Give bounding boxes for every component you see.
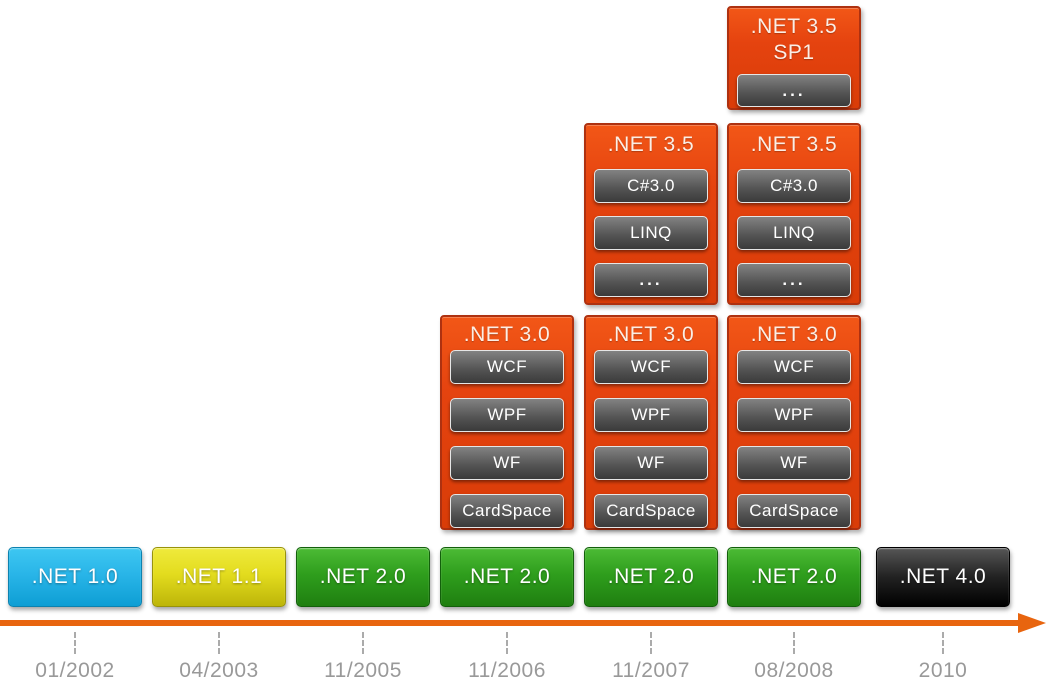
- component-box-dots: ...: [594, 263, 708, 297]
- timeline-tick: [362, 632, 364, 654]
- component-box-wf: WF: [594, 446, 708, 480]
- version-box-net-1-1: .NET 1.1: [152, 547, 286, 607]
- timeline-tick: [506, 632, 508, 654]
- component-box-wpf: WPF: [737, 398, 851, 432]
- component-list: WCF WPF WF CardSpace: [729, 348, 859, 528]
- date-label-11-2005: 11/2005: [324, 659, 402, 682]
- component-box-wcf: WCF: [594, 350, 708, 384]
- timeline-axis: [0, 620, 1022, 626]
- version-box-net-4-0: .NET 4.0: [876, 547, 1010, 607]
- component-box-wcf: WCF: [737, 350, 851, 384]
- framework-title-net-3-5: .NET 3.5: [750, 133, 838, 156]
- timeline-tick: [218, 632, 220, 654]
- version-box-net-1-0: .NET 1.0: [8, 547, 142, 607]
- date-label-11-2006: 11/2006: [468, 659, 546, 682]
- component-list: WCF WPF WF CardSpace: [586, 348, 716, 528]
- component-box-dots: ...: [737, 74, 851, 107]
- framework-title-line: SP1: [773, 41, 815, 64]
- component-box-cardspace: CardSpace: [594, 494, 708, 528]
- date-label-08-2008: 08/2008: [754, 659, 834, 682]
- timeline-tick: [942, 632, 944, 654]
- date-label-2010: 2010: [918, 659, 968, 682]
- version-box-net-2-0: .NET 2.0: [440, 547, 574, 607]
- component-box-linq: LINQ: [737, 216, 851, 250]
- component-box-dots: ...: [737, 263, 851, 297]
- framework-title-line: .NET 3.5: [750, 15, 838, 38]
- framework-title-net-3-5: .NET 3.5: [607, 133, 695, 156]
- timeline-tick: [74, 632, 76, 654]
- component-box-wf: WF: [450, 446, 564, 480]
- version-box-net-2-0: .NET 2.0: [584, 547, 718, 607]
- component-box-cardspace: CardSpace: [737, 494, 851, 528]
- component-box-wcf: WCF: [450, 350, 564, 384]
- framework-title-net-3-0: .NET 3.0: [750, 322, 838, 346]
- date-label-04-2003: 04/2003: [179, 659, 259, 682]
- date-label-01-2002: 01/2002: [35, 659, 115, 682]
- timeline-tick: [793, 632, 795, 654]
- component-list: WCF WPF WF CardSpace: [442, 348, 572, 528]
- framework-title-net-3-0: .NET 3.0: [463, 322, 551, 346]
- timeline-tick: [650, 632, 652, 654]
- framework-title-net-3-0: .NET 3.0: [607, 322, 695, 346]
- version-box-net-2-0: .NET 2.0: [727, 547, 861, 607]
- timeline-arrowhead-icon: [1018, 613, 1046, 633]
- component-box-c-3-0: C#3.0: [594, 169, 708, 203]
- date-label-11-2007: 11/2007: [612, 659, 690, 682]
- version-box-net-2-0: .NET 2.0: [296, 547, 430, 607]
- component-box-cardspace: CardSpace: [450, 494, 564, 528]
- component-box-c-3-0: C#3.0: [737, 169, 851, 203]
- component-box-wpf: WPF: [450, 398, 564, 432]
- component-box-wpf: WPF: [594, 398, 708, 432]
- component-list: ...: [729, 66, 859, 107]
- component-box-wf: WF: [737, 446, 851, 480]
- component-box-linq: LINQ: [594, 216, 708, 250]
